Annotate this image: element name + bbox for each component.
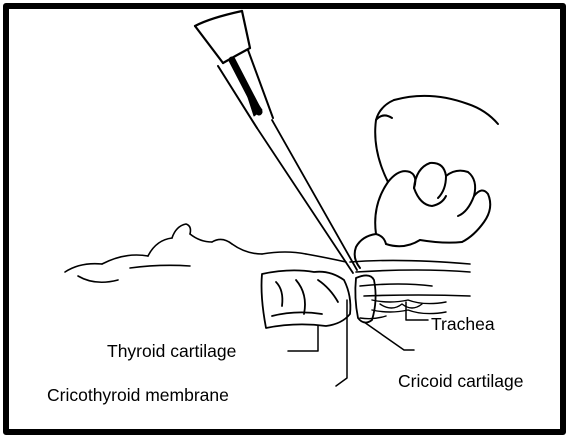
figure-border — [6, 6, 563, 432]
label-cricothyroid-membrane: Cricothyroid membrane — [47, 387, 229, 405]
label-trachea: Trachea — [431, 316, 495, 334]
label-thyroid-cartilage: Thyroid cartilage — [107, 343, 236, 361]
label-cricoid-cartilage: Cricoid cartilage — [398, 373, 523, 391]
